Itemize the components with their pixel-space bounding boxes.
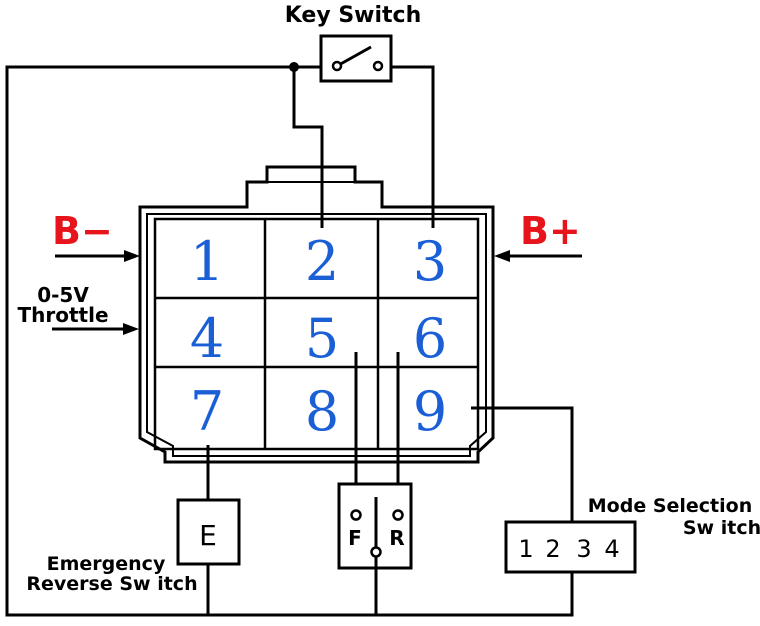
ground-loop-wire [5, 65, 574, 617]
mode-selection-label: Mode Selection [588, 495, 752, 517]
mode-selection-switch [504, 520, 637, 574]
forward-label: F [348, 526, 362, 550]
mode-switch-label: Sw itch [683, 517, 760, 539]
pin-9: 9 [413, 380, 447, 443]
emergency-switch-letter: E [199, 519, 217, 552]
mode-position-3: 3 [576, 535, 591, 563]
reverse-switch-label: Reverse Sw itch [26, 573, 197, 595]
pin-1: 1 [190, 230, 224, 293]
throttle-label: Throttle [17, 303, 108, 327]
pin-8: 8 [305, 380, 339, 443]
key-switch-lever [336, 45, 372, 68]
key-switch-label: Key Switch [285, 3, 422, 28]
pin-4: 4 [190, 307, 224, 370]
b-plus-label: B+ [520, 209, 581, 253]
emergency-label: Emergency [47, 553, 166, 575]
b-minus-label: B− [52, 209, 113, 253]
key-to-pin2-wire [292, 67, 324, 228]
mode-position-2: 2 [545, 535, 560, 563]
connector-grid [153, 217, 480, 451]
pin-6: 6 [413, 307, 447, 370]
connector-shell [138, 165, 495, 464]
mode-position-1: 1 [518, 535, 533, 563]
reverse-label: R [389, 526, 404, 550]
pin-3: 3 [413, 230, 447, 293]
pin-7: 7 [190, 380, 224, 443]
pin-2: 2 [305, 230, 339, 293]
key-switch [319, 34, 393, 83]
mode-position-4: 4 [604, 535, 619, 563]
throttle-voltage-label: 0-5V [37, 283, 89, 307]
pin-5: 5 [305, 307, 339, 370]
key-to-pin3-wire [391, 65, 435, 228]
